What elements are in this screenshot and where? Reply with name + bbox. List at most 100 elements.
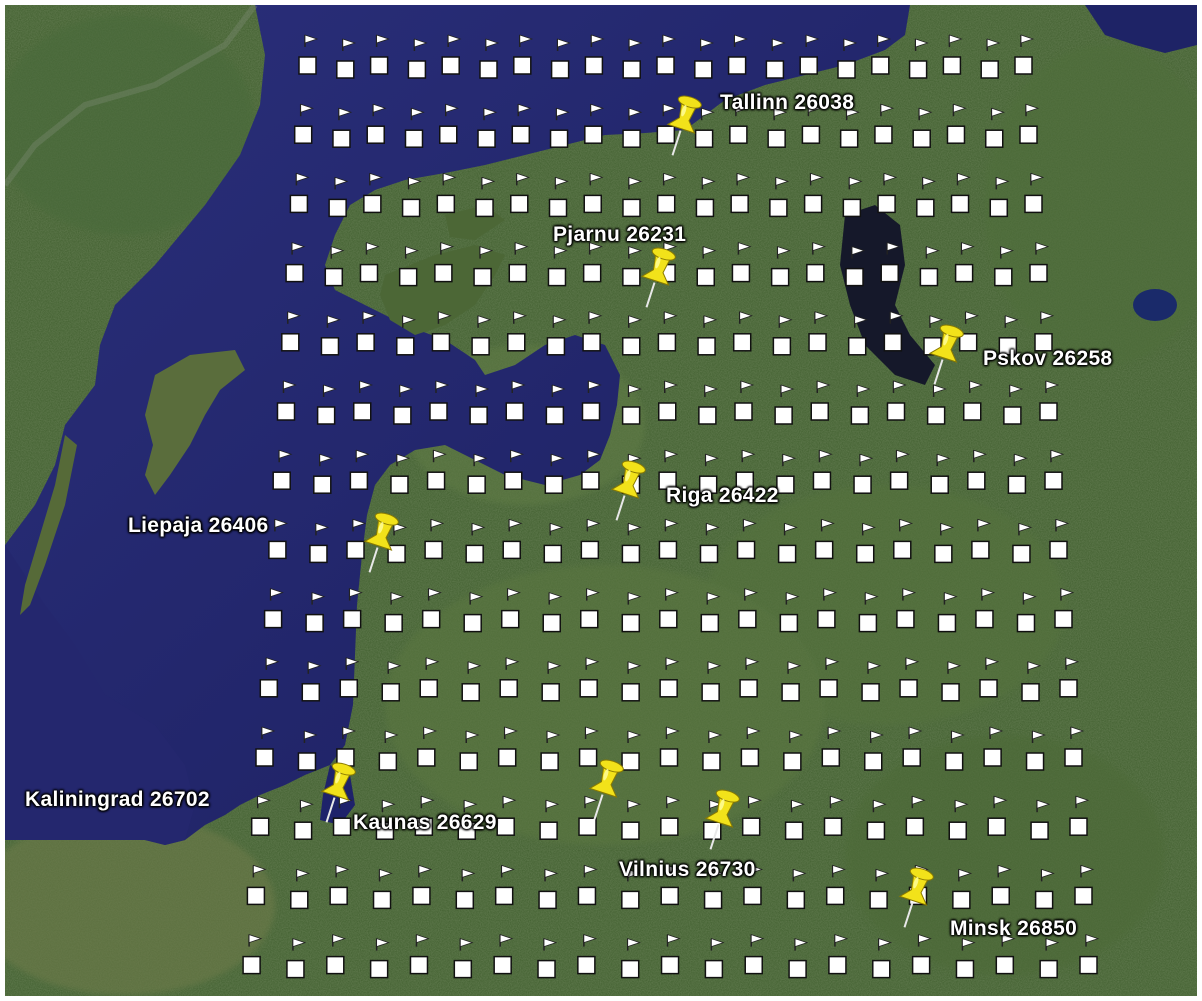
station-placemark[interactable] <box>457 799 478 840</box>
station-placemark[interactable] <box>465 522 486 564</box>
station-placemark[interactable] <box>911 934 932 975</box>
station-placemark[interactable] <box>995 934 1016 975</box>
map-canvas[interactable] <box>5 5 1197 996</box>
station-placemark[interactable] <box>1064 726 1085 767</box>
station-placemark[interactable] <box>967 449 988 490</box>
station-placemark[interactable] <box>744 934 765 975</box>
city-label-kaunas[interactable]: Kaunas 26629 <box>353 811 497 834</box>
station-placemark[interactable] <box>923 315 944 356</box>
station-placemark[interactable] <box>946 103 967 144</box>
station-placemark[interactable] <box>578 726 599 767</box>
station-placemark[interactable] <box>414 795 435 836</box>
station-placemark[interactable] <box>494 864 515 906</box>
station-placemark[interactable] <box>855 522 876 564</box>
station-placemark[interactable] <box>743 864 764 906</box>
station-placemark[interactable] <box>866 799 887 840</box>
station-placemark[interactable] <box>320 315 341 356</box>
station-placemark[interactable] <box>880 242 901 283</box>
station-placemark[interactable] <box>578 795 599 836</box>
station-placemark[interactable] <box>583 172 604 214</box>
station-placemark[interactable] <box>934 522 955 564</box>
station-placemark[interactable] <box>621 661 642 702</box>
station-placemark[interactable] <box>298 34 319 75</box>
station-placemark[interactable] <box>336 38 357 79</box>
station-placemark[interactable] <box>1029 242 1050 283</box>
station-placemark[interactable] <box>905 795 926 836</box>
station-placemark[interactable] <box>393 384 414 425</box>
station-placemark[interactable] <box>384 592 405 633</box>
station-placemark[interactable] <box>544 453 565 494</box>
station-placemark[interactable] <box>656 103 677 144</box>
station-placemark[interactable] <box>825 864 846 906</box>
station-placemark[interactable] <box>293 799 314 840</box>
station-placemark[interactable] <box>817 588 838 629</box>
station-placemark[interactable] <box>499 657 520 698</box>
station-placemark[interactable] <box>409 934 430 975</box>
station-placemark[interactable] <box>577 934 598 975</box>
station-placemark[interactable] <box>701 661 722 702</box>
station-placemark[interactable] <box>821 726 842 767</box>
station-placemark[interactable] <box>740 726 761 767</box>
station-placemark[interactable] <box>621 384 642 425</box>
station-placemark[interactable] <box>658 449 679 490</box>
station-placemark[interactable] <box>730 172 751 214</box>
station-placemark[interactable] <box>788 938 809 979</box>
station-placemark[interactable] <box>579 657 600 698</box>
station-placemark[interactable] <box>861 661 882 702</box>
station-placemark[interactable] <box>297 730 318 771</box>
station-placemark[interactable] <box>803 172 824 214</box>
station-placemark[interactable] <box>463 592 484 633</box>
station-placemark[interactable] <box>513 34 534 75</box>
station-placemark[interactable] <box>1007 453 1028 494</box>
station-placemark[interactable] <box>620 938 641 979</box>
station-placemark[interactable] <box>289 172 310 214</box>
station-placemark[interactable] <box>987 795 1008 836</box>
station-placemark[interactable] <box>378 730 399 771</box>
station-placemark[interactable] <box>622 176 643 218</box>
station-placemark[interactable] <box>459 730 480 771</box>
station-placemark[interactable] <box>660 934 681 975</box>
station-placemark[interactable] <box>704 938 725 979</box>
station-placemark[interactable] <box>732 311 753 352</box>
station-placemark[interactable] <box>316 384 337 425</box>
station-placemark[interactable] <box>505 380 526 421</box>
station-placemark[interactable] <box>580 588 601 629</box>
station-placemark[interactable] <box>1049 518 1070 560</box>
station-placemark[interactable] <box>697 315 718 356</box>
station-placemark[interactable] <box>326 934 347 975</box>
station-placemark[interactable] <box>776 453 797 494</box>
station-placemark[interactable] <box>814 518 835 560</box>
station-placemark[interactable] <box>808 311 829 352</box>
station-placemark[interactable] <box>453 938 474 979</box>
station-placemark[interactable] <box>301 661 322 702</box>
station-placemark[interactable] <box>479 38 500 79</box>
station-placemark[interactable] <box>549 107 570 148</box>
station-placemark[interactable] <box>417 726 438 767</box>
station-placemark[interactable] <box>500 588 521 629</box>
station-placemark[interactable] <box>779 592 800 633</box>
station-placemark[interactable] <box>799 34 820 75</box>
station-placemark[interactable] <box>1054 588 1075 629</box>
station-placemark[interactable] <box>622 38 643 79</box>
station-placemark[interactable] <box>950 172 971 214</box>
station-placemark[interactable] <box>877 172 898 214</box>
station-placemark[interactable] <box>656 34 677 75</box>
station-placemark[interactable] <box>543 522 564 564</box>
station-placemark[interactable] <box>434 242 455 283</box>
station-placemark[interactable] <box>1034 868 1055 910</box>
station-placemark[interactable] <box>839 107 860 148</box>
city-label-tallinn[interactable]: Tallinn 26038 <box>720 91 855 114</box>
satellite-map[interactable]: Tallinn 26038 Pjarnu 26231 Pskov 26258 R… <box>5 5 1197 996</box>
station-placemark[interactable] <box>546 315 567 356</box>
city-label-pjarnu[interactable]: Pjarnu 26231 <box>553 223 687 246</box>
station-placemark[interactable] <box>980 38 1001 79</box>
station-placemark[interactable] <box>621 799 642 840</box>
station-placemark[interactable] <box>548 176 569 218</box>
station-placemark[interactable] <box>363 172 384 214</box>
station-placemark[interactable] <box>770 246 791 287</box>
station-placemark[interactable] <box>621 315 643 356</box>
station-placemark[interactable] <box>842 176 863 218</box>
station-placemark[interactable] <box>407 38 428 79</box>
station-placemark[interactable] <box>823 795 844 836</box>
station-placemark[interactable] <box>581 380 602 421</box>
